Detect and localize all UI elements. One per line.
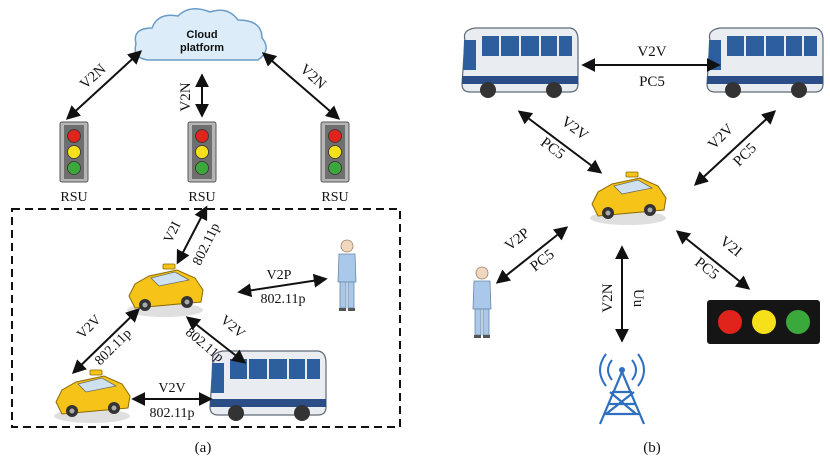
v2n-label-center: V2N bbox=[178, 82, 194, 111]
rsu-label-center: RSU bbox=[188, 190, 215, 205]
v2v-arrow-left bbox=[517, 110, 603, 174]
v2p-protocol: 802.11p bbox=[261, 292, 306, 307]
v2v-arrow-diag-right bbox=[185, 316, 247, 364]
v2i-arrow-b bbox=[675, 230, 751, 290]
panel-a-caption: (a) bbox=[195, 440, 212, 456]
v2n-label-left: V2N bbox=[77, 61, 110, 93]
v2n-label-right: V2N bbox=[296, 61, 329, 93]
v2i-label: V2I bbox=[161, 219, 184, 245]
v2v-bottom-label: V2V bbox=[158, 381, 185, 396]
panel-b-caption: (b) bbox=[643, 440, 661, 456]
v2p-arrow bbox=[237, 273, 328, 298]
v2i-arrow bbox=[176, 205, 208, 265]
v2v-diag-right-label: V2V bbox=[217, 313, 248, 342]
pedestrian-icon bbox=[337, 239, 357, 312]
v2v-right-label: V2V bbox=[705, 121, 737, 153]
v2v-bottom-protocol: 802.11p bbox=[150, 406, 195, 421]
v2n-arrow-left bbox=[65, 50, 143, 120]
v2v-top-protocol: PC5 bbox=[639, 74, 665, 90]
bus-icon bbox=[209, 350, 327, 422]
taxi-icon bbox=[53, 369, 131, 424]
cloud-label-line2: platform bbox=[180, 42, 224, 54]
v2v-right-protocol: PC5 bbox=[730, 140, 760, 170]
panel-a: Cloud platform RSU RSU RSU V2N V2N V2N V… bbox=[11, 8, 401, 456]
v2n-label-b: V2N bbox=[600, 283, 616, 312]
cell-tower-icon bbox=[598, 353, 646, 425]
local-area-boundary bbox=[11, 208, 401, 428]
traffic-light-icon bbox=[320, 121, 350, 183]
v2i-protocol-b: PC5 bbox=[691, 255, 721, 284]
v2v-left-protocol: PC5 bbox=[537, 135, 567, 163]
v2n-arrow-right bbox=[261, 52, 341, 120]
taxi-icon bbox=[126, 263, 204, 318]
traffic-light-icon bbox=[707, 300, 820, 344]
cloud-label-line1: Cloud bbox=[186, 29, 217, 41]
traffic-light-icon bbox=[187, 121, 217, 183]
pedestrian-icon bbox=[472, 266, 492, 339]
traffic-light-icon bbox=[59, 121, 89, 183]
v2p-label-b: V2P bbox=[502, 225, 533, 254]
bus-icon bbox=[706, 27, 824, 99]
v2n-protocol-b: Uu bbox=[630, 289, 646, 308]
bus-icon bbox=[461, 27, 579, 99]
v2v-arrow-right bbox=[693, 110, 777, 186]
v2p-arrow bbox=[495, 226, 569, 284]
taxi-icon bbox=[589, 171, 667, 226]
v2v-arrow-diag-left bbox=[71, 308, 141, 374]
v2v-top-label: V2V bbox=[637, 44, 666, 60]
rsu-label-right: RSU bbox=[321, 190, 348, 205]
rsu-label-left: RSU bbox=[60, 190, 87, 205]
v2i-label-b: V2I bbox=[716, 233, 744, 260]
v2p-protocol-b: PC5 bbox=[527, 247, 557, 276]
v2p-label: V2P bbox=[267, 268, 292, 283]
v2v-left-label: V2V bbox=[558, 114, 591, 144]
panel-b: V2V PC5 V2V PC5 V2V PC5 V2P PC5 V2N Uu V… bbox=[461, 27, 824, 456]
v2v-diag-left-label: V2V bbox=[75, 313, 105, 343]
cloud-icon: Cloud platform bbox=[134, 8, 267, 61]
